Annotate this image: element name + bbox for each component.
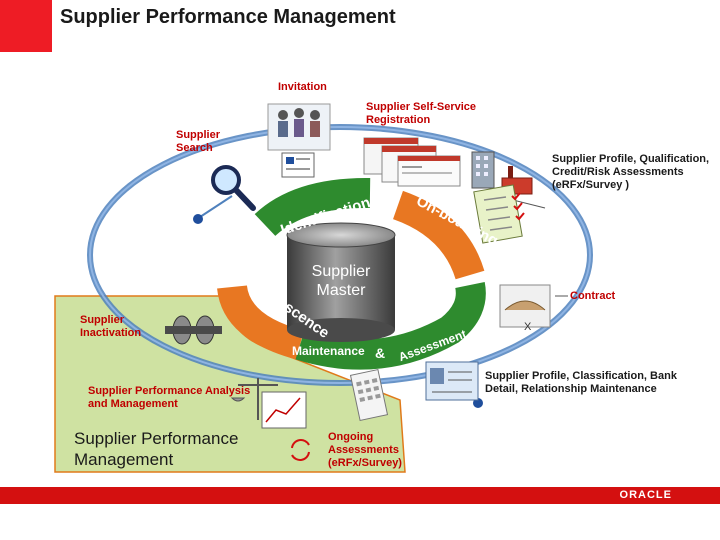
label-ongoing: Ongoing Assessments (eRFx/Survey) <box>328 431 402 469</box>
cycle-arrows-icon <box>291 439 310 461</box>
label-performance-analysis: Supplier Performance Analysis and Manage… <box>88 385 251 410</box>
ring-label-amp: & <box>375 345 385 361</box>
master-label-line1: Supplier <box>311 263 371 280</box>
master-label: Supplier Master <box>287 262 395 300</box>
label-profile-maintenance: Supplier Profile, Classification, Bank D… <box>485 370 677 395</box>
footer-bar <box>0 487 720 504</box>
building-icon <box>471 151 495 189</box>
brand-corner <box>0 0 52 52</box>
survey-doc-icon <box>349 368 389 422</box>
label-spm-big: Supplier Performance Management <box>74 429 239 469</box>
maintenance-arc <box>295 282 486 370</box>
profile-card-icon <box>425 361 479 401</box>
master-db-top <box>286 222 396 248</box>
search-dot <box>193 214 203 224</box>
label-self-service: Supplier Self-Service Registration <box>366 101 477 126</box>
email-screen-icon <box>281 152 315 178</box>
onboarding-arc <box>392 190 485 280</box>
magnifier-icon <box>211 165 256 211</box>
obsolescence-arc <box>217 284 305 360</box>
ring-label-maintenance: Maintenance <box>292 344 365 358</box>
master-db-body <box>287 235 395 330</box>
oracle-logo: ORACLE <box>619 489 672 501</box>
chart-board-icon <box>261 391 307 429</box>
label-invitation: Invitation <box>278 81 327 93</box>
identification-arc <box>254 177 371 237</box>
checklist-icon <box>473 184 525 244</box>
label-inactivation: Supplier Inactivation <box>80 314 142 339</box>
label-contract: Contract <box>570 290 616 302</box>
svg-text:X: X <box>524 321 532 333</box>
contract-icon: X <box>499 284 551 333</box>
registration-screens-icon <box>363 137 461 187</box>
master-db-bottom <box>287 318 395 342</box>
page-title: Supplier Performance Management <box>60 6 396 28</box>
people-icon <box>267 103 331 151</box>
label-profile-qualification: Supplier Profile, Qualification, Credit/… <box>552 153 710 191</box>
label-supplier-search: Supplier Search <box>176 129 221 154</box>
master-label-line2: Master <box>316 282 366 299</box>
inactivation-icon <box>165 315 222 345</box>
